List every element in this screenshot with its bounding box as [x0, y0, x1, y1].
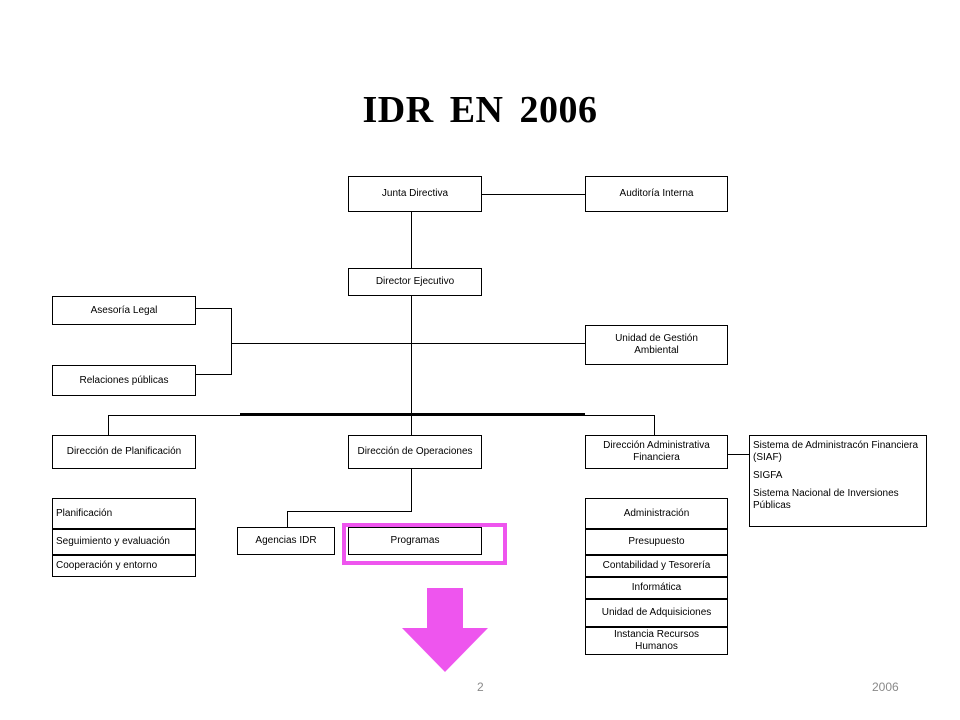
direccion-administrativa-box: Dirección Administrativa Financiera	[585, 435, 728, 469]
agencias-idr-box: Agencias IDR	[237, 527, 335, 555]
sistema-sigfa-text: SIGFA	[753, 470, 783, 481]
director-ejecutivo-box: Director Ejecutivo	[348, 268, 482, 296]
programas-highlight	[342, 523, 507, 565]
informatica-box: Informática	[585, 577, 728, 599]
sistema-siaf-text: Sistema de Administracón Financiera (SIA…	[753, 440, 919, 463]
footer-year: 2006	[872, 680, 899, 694]
contabilidad-box: Contabilidad y Tesorería	[585, 555, 728, 577]
programas-box: Programas	[348, 527, 482, 555]
administracion-box: Administración	[585, 498, 728, 529]
relaciones-publicas-box: Relaciones públicas	[52, 365, 196, 396]
direccion-operaciones-box: Dirección de Operaciones	[348, 435, 482, 469]
asesoria-legal-box: Asesoría Legal	[52, 296, 196, 325]
direccion-planificacion-box: Dirección de Planificación	[52, 435, 196, 469]
adquisiciones-box: Unidad de Adquisiciones	[585, 599, 728, 627]
sistema-snip-text: Sistema Nacional de Inversiones Públicas	[753, 488, 899, 511]
junta-directiva-box: Junta Directiva	[348, 176, 482, 212]
presupuesto-box: Presupuesto	[585, 529, 728, 555]
planificacion-box: Planificación	[52, 498, 196, 529]
page-number: 2	[477, 680, 484, 694]
cooperacion-box: Cooperación y entorno	[52, 555, 196, 577]
seguimiento-box: Seguimiento y evaluación	[52, 529, 196, 555]
down-arrow-icon	[402, 588, 488, 672]
gestion-ambiental-box: Unidad de Gestión Ambiental	[585, 325, 728, 365]
sistemas-box: Sistema de Administracón Financiera (SIA…	[749, 435, 927, 527]
auditoria-interna-box: Auditoría Interna	[585, 176, 728, 212]
page-title: IDR EN 2006	[362, 89, 598, 131]
recursos-humanos-box: Instancia Recursos Humanos	[585, 627, 728, 655]
